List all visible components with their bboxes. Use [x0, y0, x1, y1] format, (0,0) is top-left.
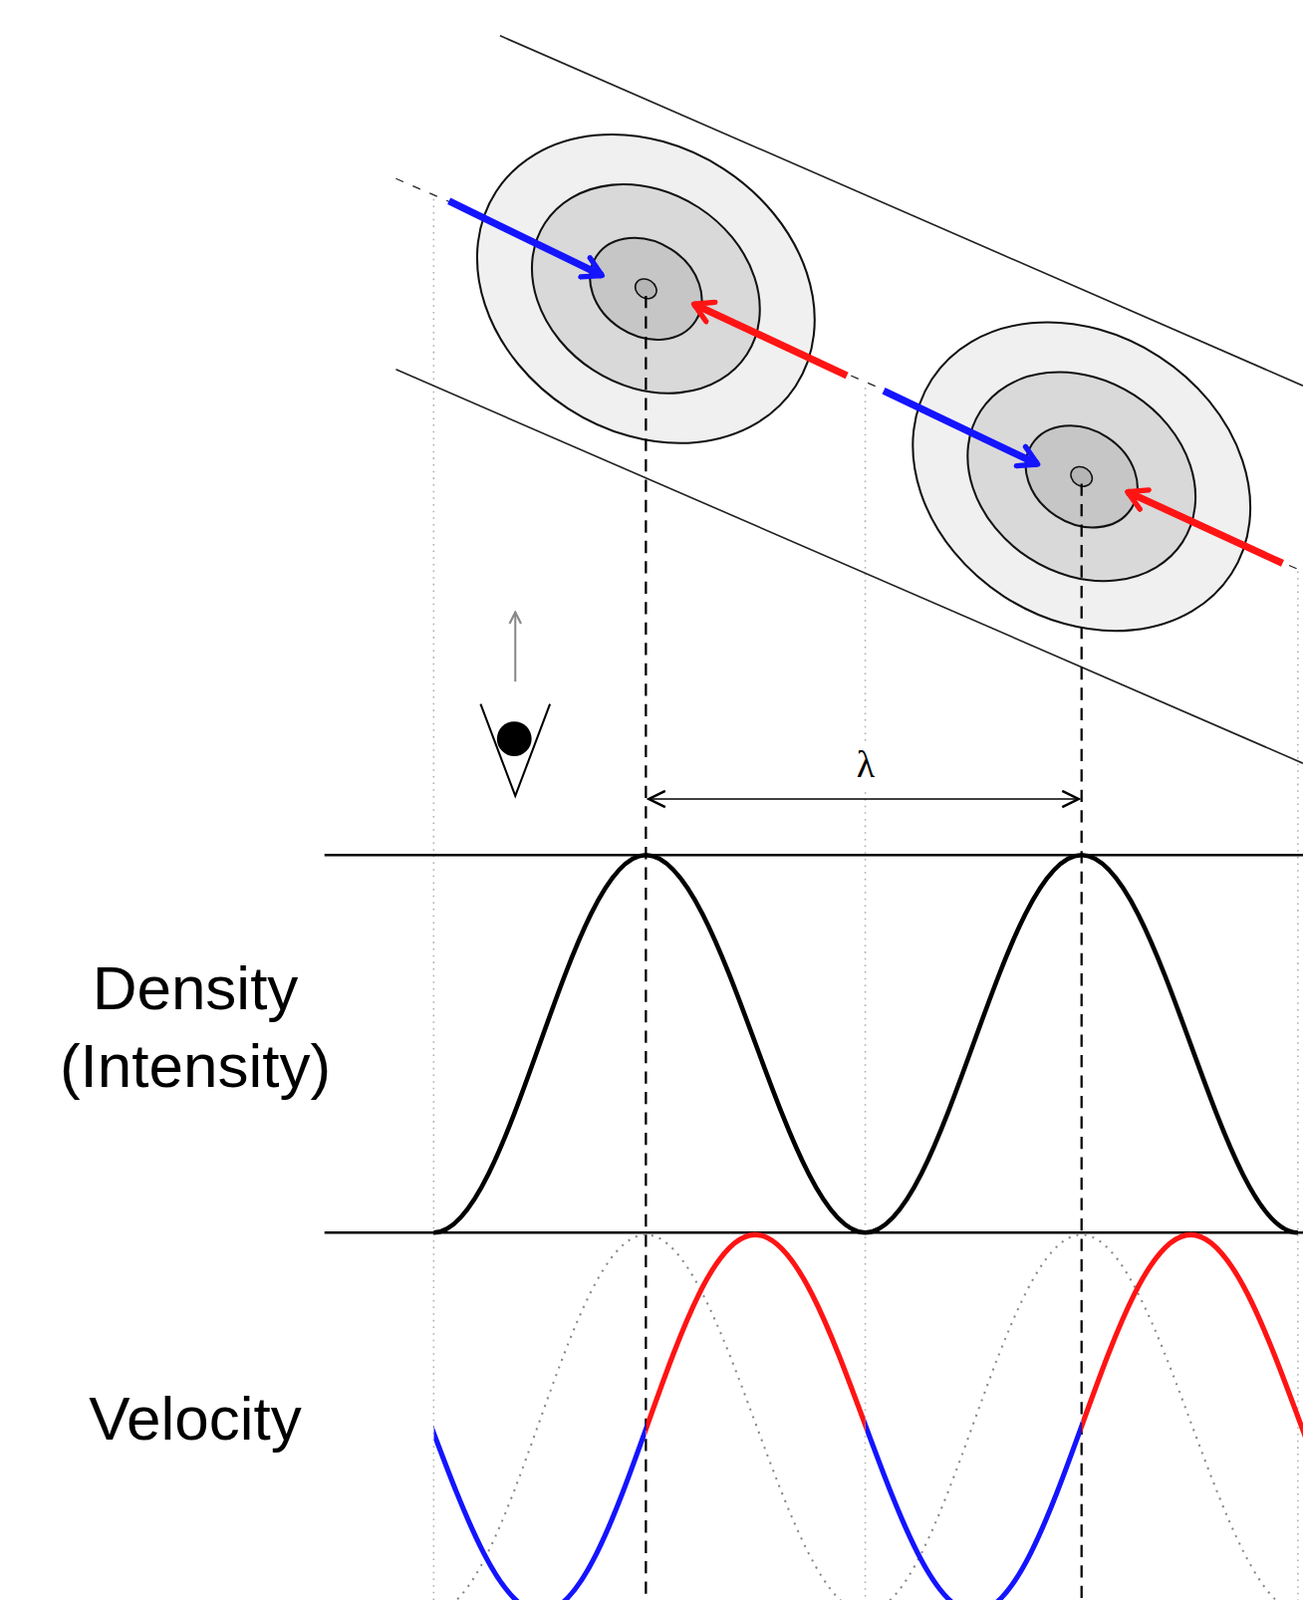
axis-label: Velocity [15, 1379, 375, 1458]
inflow-arrows [449, 201, 1284, 564]
observer-eye [480, 612, 550, 796]
velocity-curve-blue [319, 1234, 1303, 1600]
wavelength-label: λ [835, 741, 896, 789]
dotted-reference-curve [433, 1234, 1303, 1600]
velocity-curve-red [319, 1234, 1303, 1600]
panel-lines [324, 854, 1303, 1233]
core-right [853, 259, 1303, 694]
wavelength-arrow [648, 797, 1078, 800]
axis-label: Density (Intensity) [15, 949, 375, 1104]
core-lines [645, 295, 1081, 1600]
density-curve [433, 854, 1299, 1233]
